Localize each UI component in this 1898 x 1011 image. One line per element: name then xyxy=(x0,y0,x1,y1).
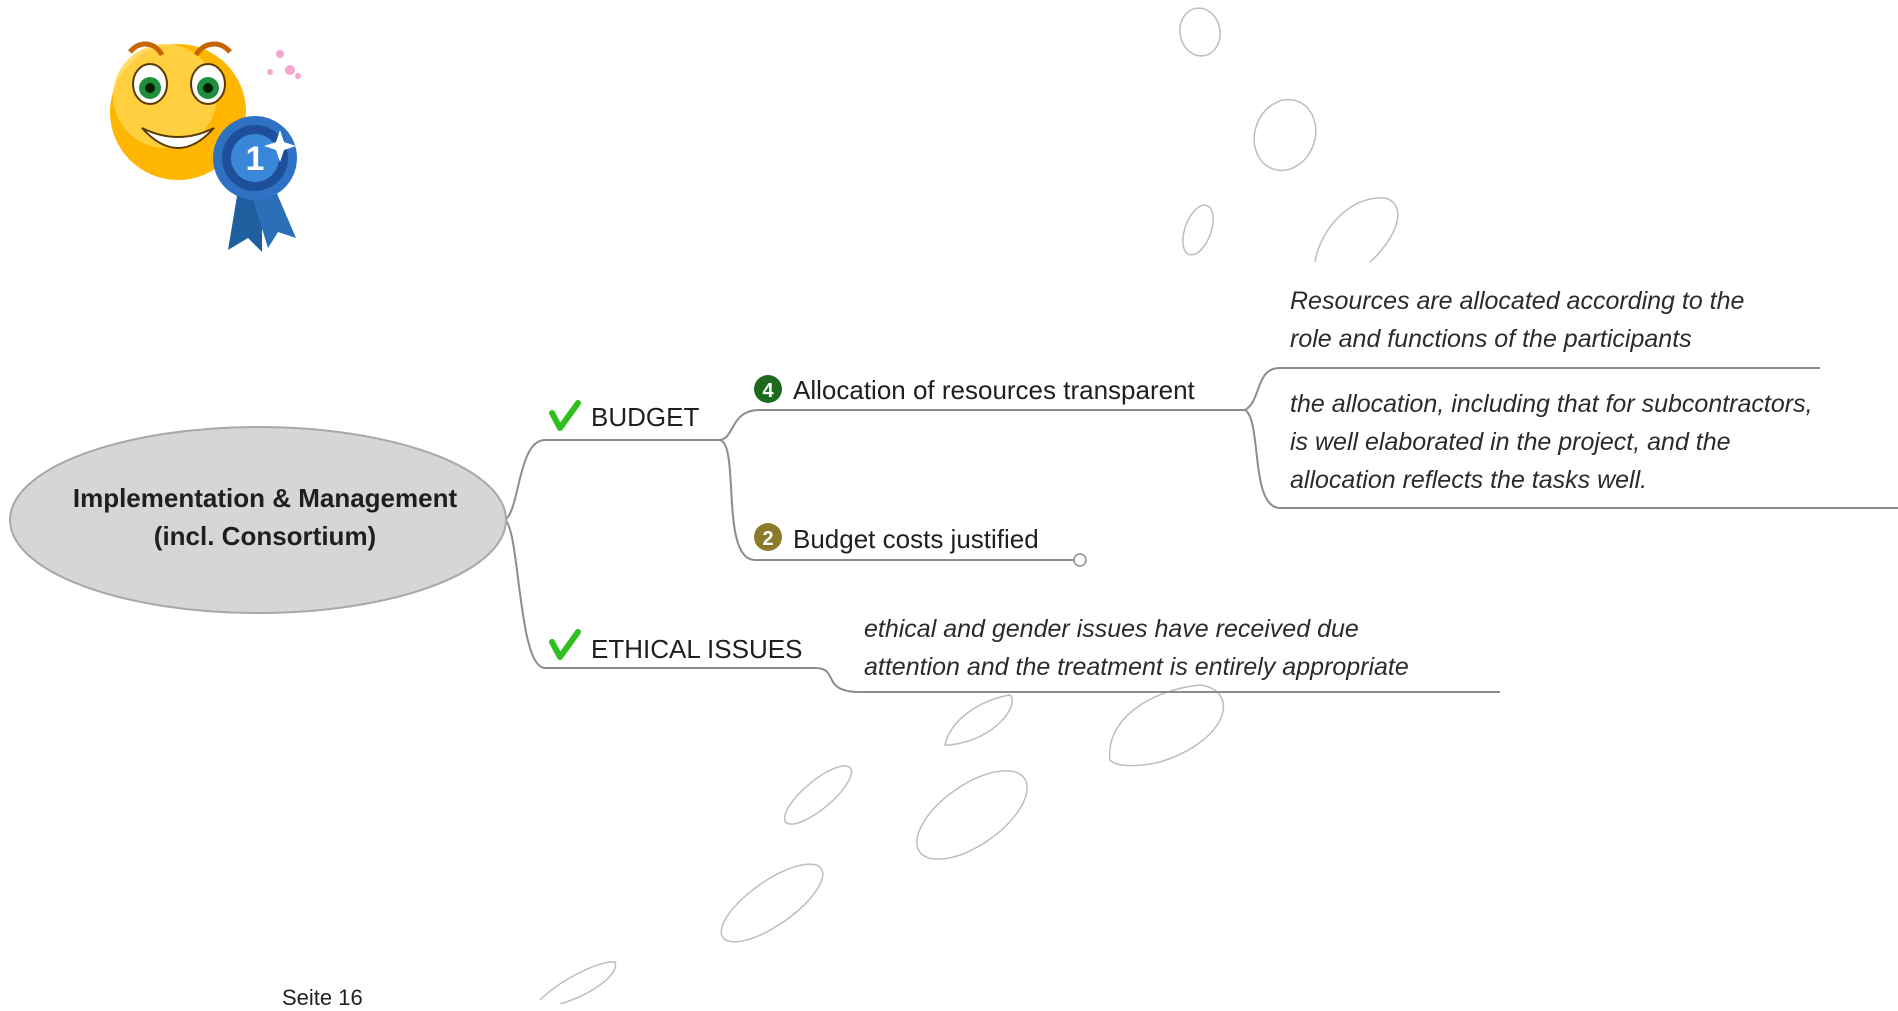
svg-text:1: 1 xyxy=(246,140,265,178)
central-topic-line1: Implementation & Management xyxy=(72,483,458,513)
connector-budget-allocation xyxy=(719,409,1245,441)
checkmark-icon xyxy=(549,629,581,660)
note-resources: Resources are allocated according to the… xyxy=(1290,282,1744,358)
subtopic-budget-costs-label[interactable]: Budget costs justified xyxy=(793,524,1039,554)
smiley-award-icon: 1 xyxy=(110,41,301,252)
note-line: attention and the treatment is entirely … xyxy=(864,653,1409,681)
note-allocation: the allocation, including that for subco… xyxy=(1290,385,1813,499)
connectors xyxy=(504,367,1898,693)
connector-central-budget xyxy=(504,439,720,521)
branch-ethical-issues-label[interactable]: ETHICAL ISSUES xyxy=(591,634,803,664)
central-topic-line2: (incl. Consortium) xyxy=(153,521,377,551)
connector-allocation-note1 xyxy=(1244,367,1820,411)
collapse-toggle xyxy=(1073,553,1087,567)
note-line: is well elaborated in the project, and t… xyxy=(1290,428,1731,456)
svg-text:4: 4 xyxy=(762,380,774,402)
svg-text:2: 2 xyxy=(762,528,773,550)
connector-central-ethical xyxy=(504,519,815,669)
note-line: role and functions of the participants xyxy=(1290,325,1692,353)
note-line: ethical and gender issues have received … xyxy=(864,615,1359,643)
priority-2-icon: 2 xyxy=(754,523,782,551)
checkmark-icon xyxy=(549,400,581,431)
note-line: the allocation, including that for subco… xyxy=(1290,390,1813,418)
note-line: Resources are allocated according to the xyxy=(1290,287,1745,315)
note-ethical: ethical and gender issues have received … xyxy=(864,610,1409,686)
connector-allocation-note2 xyxy=(1244,409,1898,509)
priority-4-icon: 4 xyxy=(754,375,782,403)
connector-ethical-note xyxy=(814,667,1500,693)
page-number-label: Seite 16 xyxy=(282,985,363,1010)
central-topic-bubble[interactable] xyxy=(9,426,507,614)
decorative-bubbles xyxy=(539,7,1399,1004)
connector-budget-costs xyxy=(719,439,1080,561)
note-line: allocation reflects the tasks well. xyxy=(1290,466,1648,494)
subtopic-allocation-label[interactable]: Allocation of resources transparent xyxy=(793,375,1195,405)
central-topic-label: Implementation & Management (incl. Conso… xyxy=(20,479,510,555)
branch-budget-label[interactable]: BUDGET xyxy=(591,402,700,432)
